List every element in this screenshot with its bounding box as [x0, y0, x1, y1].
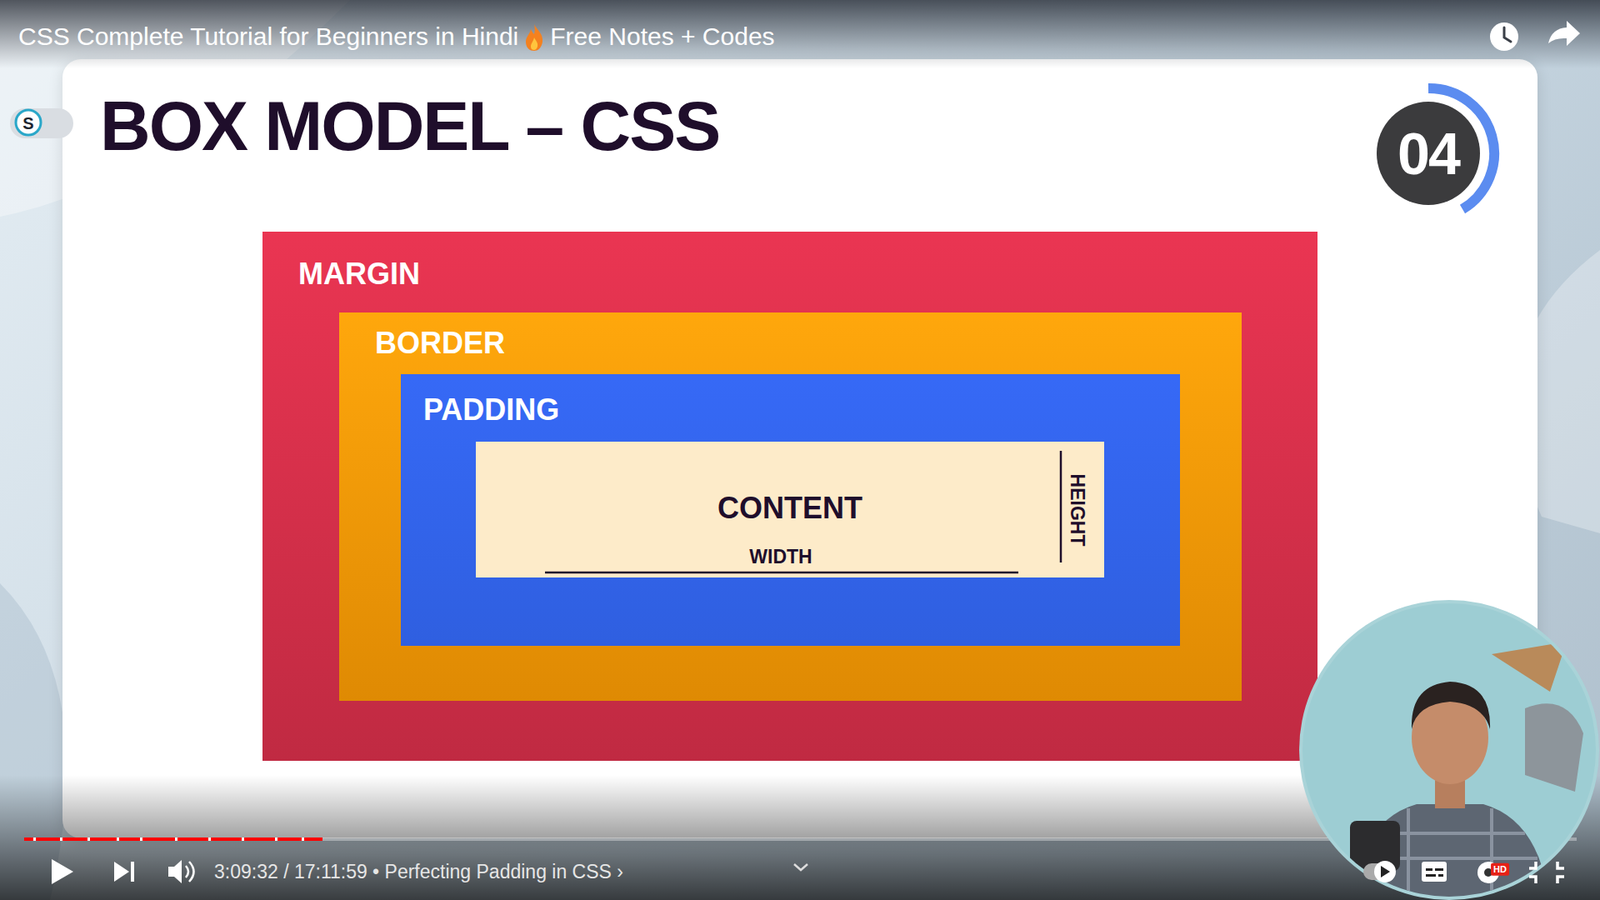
slide-number: 04	[1397, 120, 1460, 189]
dimension-label: HEIGHT	[1066, 474, 1089, 547]
content-label: CONTENT	[717, 490, 863, 525]
margin-box: MARGIN BORDER PADDING CONTENT WIDTH HEIGHT	[262, 231, 1318, 761]
time-chapter: 3:09:32 / 17:11:59 • Perfecting Padding …	[214, 860, 624, 883]
dimension-label: WIDTH	[749, 545, 812, 568]
layer-label: MARGIN	[298, 256, 420, 291]
flame-icon	[523, 23, 545, 52]
video-title: Free Notes + Codes	[550, 22, 775, 52]
hd-badge: HD	[1490, 863, 1510, 876]
content-box: CONTENT WIDTH HEIGHT	[475, 441, 1105, 578]
border-box: BORDER PADDING CONTENT WIDTH HEIGHT	[339, 312, 1242, 701]
video-title: CSS Complete Tutorial for Beginners in H…	[18, 22, 519, 52]
slide-heading: BOX MODEL – CSS	[100, 90, 720, 161]
logo-letter: S	[22, 114, 34, 134]
layer-label: PADDING	[423, 392, 560, 427]
padding-box: PADDING CONTENT WIDTH HEIGHT	[400, 374, 1180, 646]
layer-label: BORDER	[375, 325, 505, 360]
